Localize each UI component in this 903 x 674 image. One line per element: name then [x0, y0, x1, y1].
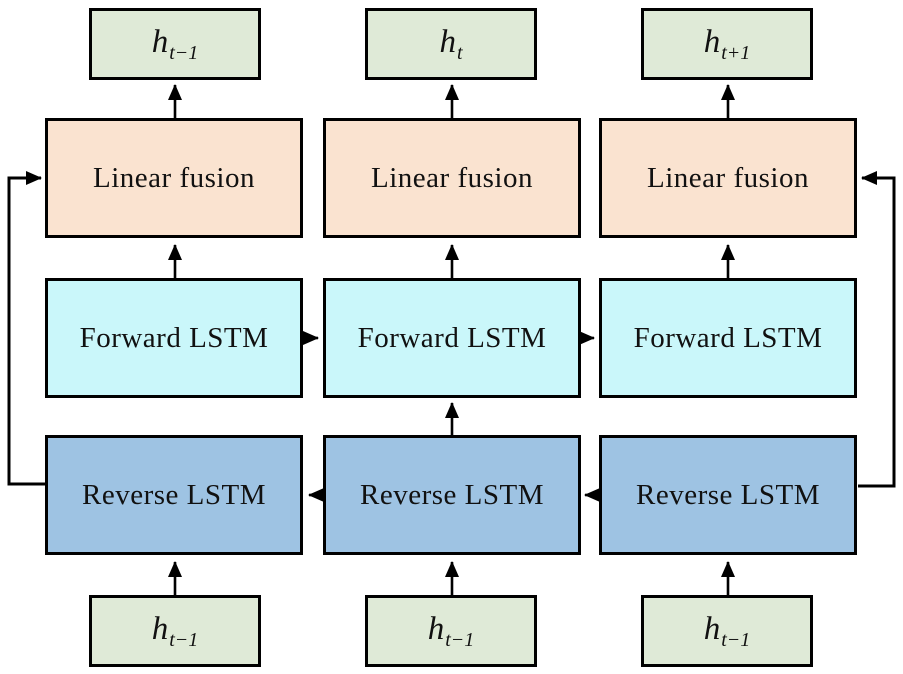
forward-lstm-box-1: Forward LSTM — [45, 278, 303, 398]
reverse-lstm-label: Reverse LSTM — [82, 478, 266, 511]
input-label: ht−1 — [151, 610, 199, 651]
linear-fusion-label: Linear fusion — [371, 161, 533, 194]
forward-lstm-label: Forward LSTM — [357, 321, 547, 354]
output-label: ht−1 — [151, 23, 199, 64]
linear-fusion-box-1: Linear fusion — [45, 118, 303, 238]
input-box-3: ht−1 — [641, 595, 813, 667]
reverse-lstm-box-2: Reverse LSTM — [323, 435, 581, 555]
reverse-lstm-label: Reverse LSTM — [636, 478, 820, 511]
forward-lstm-box-3: Forward LSTM — [599, 278, 857, 398]
input-box-1: ht−1 — [89, 595, 261, 667]
linear-fusion-box-3: Linear fusion — [599, 118, 857, 238]
forward-lstm-label: Forward LSTM — [79, 321, 269, 354]
forward-lstm-label: Forward LSTM — [633, 321, 823, 354]
linear-fusion-label: Linear fusion — [647, 161, 809, 194]
input-label: ht−1 — [703, 610, 751, 651]
reverse-lstm-box-3: Reverse LSTM — [599, 435, 857, 555]
reverse-lstm-label: Reverse LSTM — [360, 478, 544, 511]
output-box-t-minus-1: ht−1 — [89, 8, 261, 80]
input-label: ht−1 — [427, 610, 475, 651]
forward-lstm-box-2: Forward LSTM — [323, 278, 581, 398]
linear-fusion-box-2: Linear fusion — [323, 118, 581, 238]
output-label: ht — [439, 23, 463, 64]
output-box-t-plus-1: ht+1 — [641, 8, 813, 80]
output-label: ht+1 — [703, 23, 751, 64]
output-box-t: ht — [365, 8, 537, 80]
reverse-lstm-box-1: Reverse LSTM — [45, 435, 303, 555]
linear-fusion-label: Linear fusion — [93, 161, 255, 194]
input-box-2: ht−1 — [365, 595, 537, 667]
